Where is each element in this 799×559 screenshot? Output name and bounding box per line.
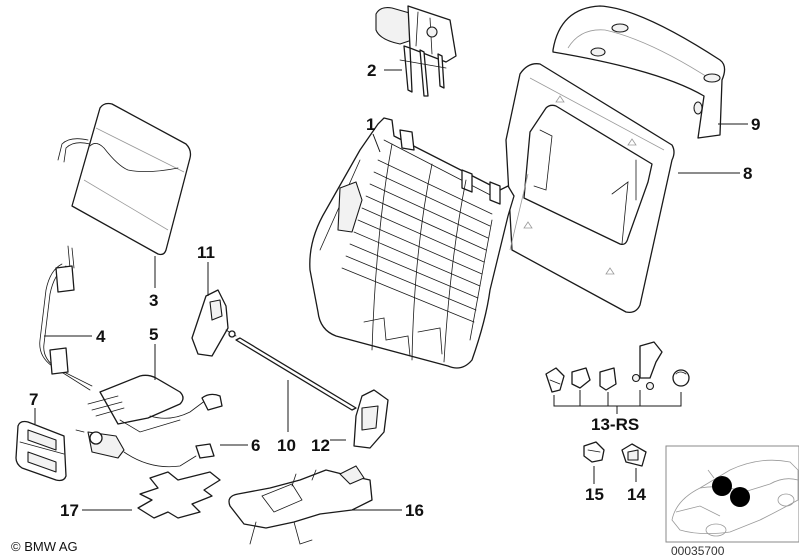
callout-10: 10 xyxy=(277,436,296,455)
location-marker-front xyxy=(712,476,732,496)
part-3-heating-element xyxy=(57,102,192,256)
clip-icon xyxy=(605,267,615,275)
clip-item-4 xyxy=(631,341,663,391)
callout-2: 2 xyxy=(367,61,376,80)
clip-item-3 xyxy=(599,367,617,391)
part-13-clip-set xyxy=(545,341,690,393)
callout-7: 7 xyxy=(29,390,38,409)
part-15-clip xyxy=(583,441,605,463)
part-14-clip-nut xyxy=(621,443,647,467)
clip-icon xyxy=(611,23,629,33)
location-marker-rear xyxy=(730,487,750,507)
part-16-cable-guide xyxy=(228,465,373,545)
clip-icon xyxy=(693,101,703,115)
part-2-headrest-guide xyxy=(375,5,457,97)
leader-1 xyxy=(372,133,381,153)
part-6-motor-cable xyxy=(75,429,215,468)
callout-17: 17 xyxy=(60,501,79,520)
copyright-text: © BMW AG xyxy=(11,539,78,554)
part-8-rear-panel xyxy=(505,63,675,313)
clip-icon xyxy=(555,95,565,103)
part-10-connecting-shaft xyxy=(235,337,357,411)
clip-icon xyxy=(703,73,721,83)
part-4-wiring-harness xyxy=(39,245,93,391)
clip-icon xyxy=(590,47,606,57)
callout-labels: 1 2 3 4 5 6 7 8 9 10 11 12 13-RS 14 15 1… xyxy=(29,61,760,520)
leader-13-bracket xyxy=(553,390,682,414)
callout-12: 12 xyxy=(311,436,330,455)
part-11-recliner-left xyxy=(191,289,237,357)
reference-number: 00035700 xyxy=(671,544,725,558)
part-1-backrest-frame xyxy=(309,117,515,369)
callout-1: 1 xyxy=(366,115,375,134)
callout-9: 9 xyxy=(751,115,760,134)
callout-14: 14 xyxy=(627,485,646,504)
callout-5: 5 xyxy=(149,325,158,344)
part-17-foam-pad xyxy=(137,471,221,519)
callout-6: 6 xyxy=(251,436,260,455)
clip-item-1 xyxy=(545,367,565,393)
clip-item-2 xyxy=(571,367,591,389)
callout-13-rs: 13-RS xyxy=(591,415,639,434)
part-7-switch-block xyxy=(15,420,67,482)
clip-icon xyxy=(523,221,533,229)
clip-item-5 xyxy=(672,369,690,387)
part-5-lumbar-unit xyxy=(87,374,223,433)
part-12-recliner-right xyxy=(353,389,389,449)
leader-lines xyxy=(34,69,748,511)
clip-icon xyxy=(627,138,637,146)
part-9-upper-cover xyxy=(552,5,726,139)
callout-15: 15 xyxy=(585,485,604,504)
callout-11: 11 xyxy=(197,243,215,262)
vehicle-location-inset xyxy=(665,445,799,543)
callout-16: 16 xyxy=(405,501,424,520)
callout-3: 3 xyxy=(149,291,158,310)
callout-8: 8 xyxy=(743,164,752,183)
callout-4: 4 xyxy=(96,327,106,346)
